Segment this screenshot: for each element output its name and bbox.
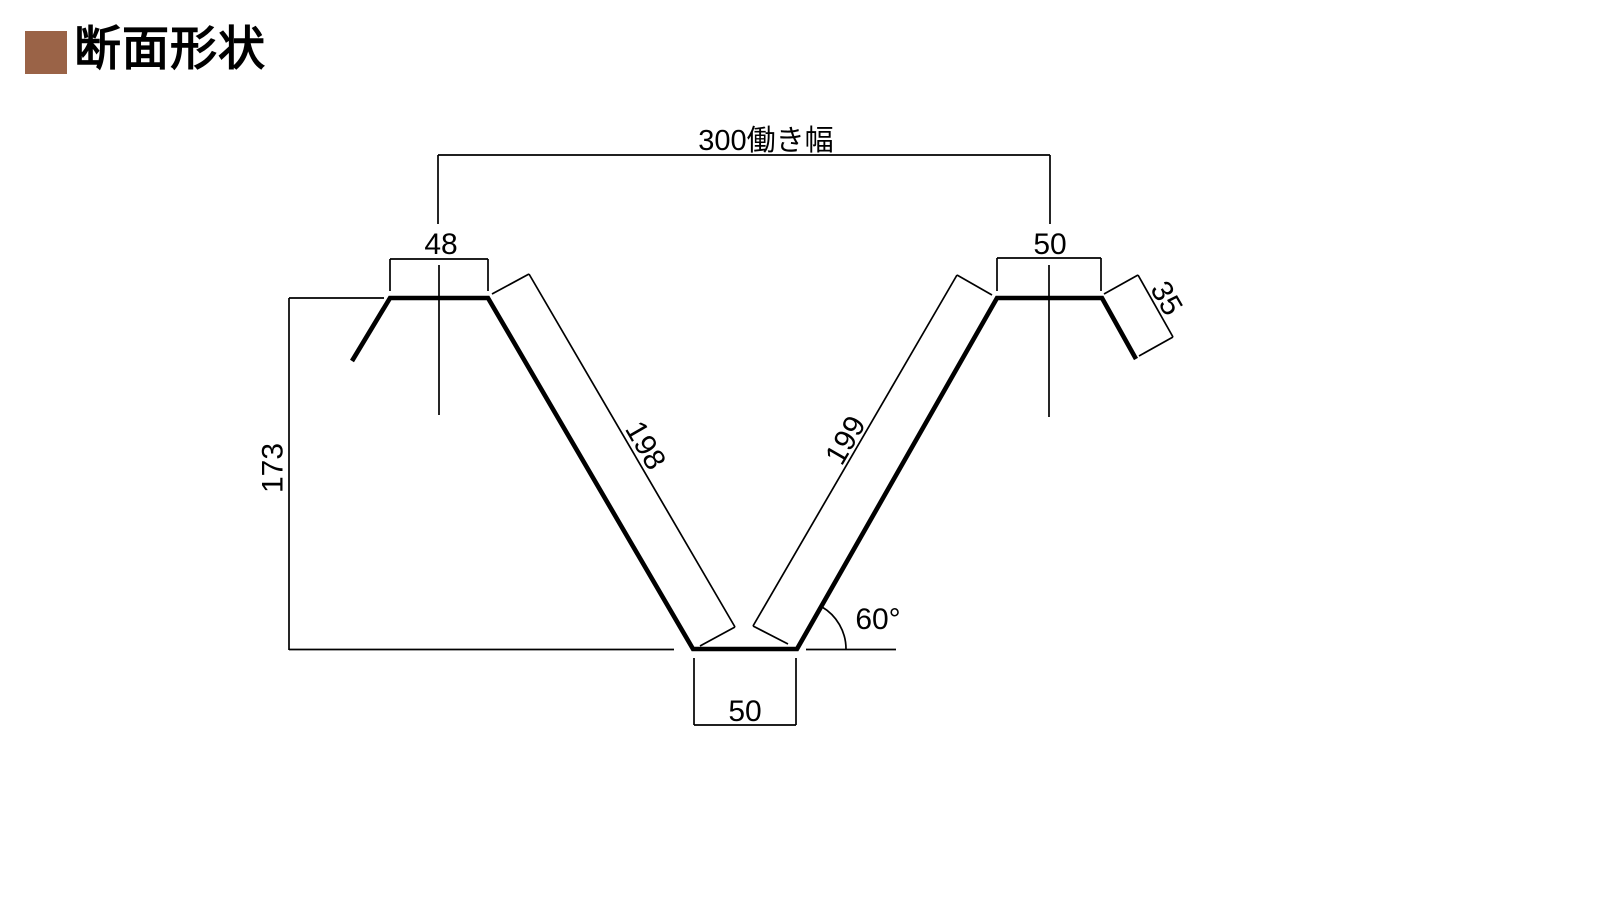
label-web-angle: 60° — [855, 603, 900, 636]
label-right-rib-width: 50 — [1033, 228, 1066, 261]
label-edge-lap: 35 — [1144, 276, 1189, 321]
label-working-width: 300働き幅 — [698, 124, 833, 157]
label-valley-width: 50 — [728, 695, 761, 728]
angle-arc — [821, 605, 847, 650]
dim-198-tick-top — [491, 273, 530, 295]
profile-outline — [350, 295, 1139, 652]
dim-35-tick-top — [1103, 274, 1139, 295]
dim-199-tick-bottom — [752, 625, 789, 645]
label-left-web-length: 198 — [618, 416, 672, 476]
dim-199-line — [752, 274, 958, 627]
section-header: 断面形状 — [25, 22, 266, 74]
section-marker-square — [25, 31, 67, 74]
label-left-rib-width: 48 — [424, 228, 457, 261]
label-right-web-length: 199 — [819, 411, 873, 471]
dim-198-line — [528, 273, 736, 628]
dim-35-line — [1137, 274, 1174, 338]
dim-198-tick-bottom — [699, 626, 736, 647]
dim-35-tick-bottom — [1138, 336, 1174, 357]
page-title: 断面形状 — [74, 21, 266, 75]
label-height: 173 — [257, 443, 290, 493]
dim-199-tick-top — [956, 274, 993, 296]
